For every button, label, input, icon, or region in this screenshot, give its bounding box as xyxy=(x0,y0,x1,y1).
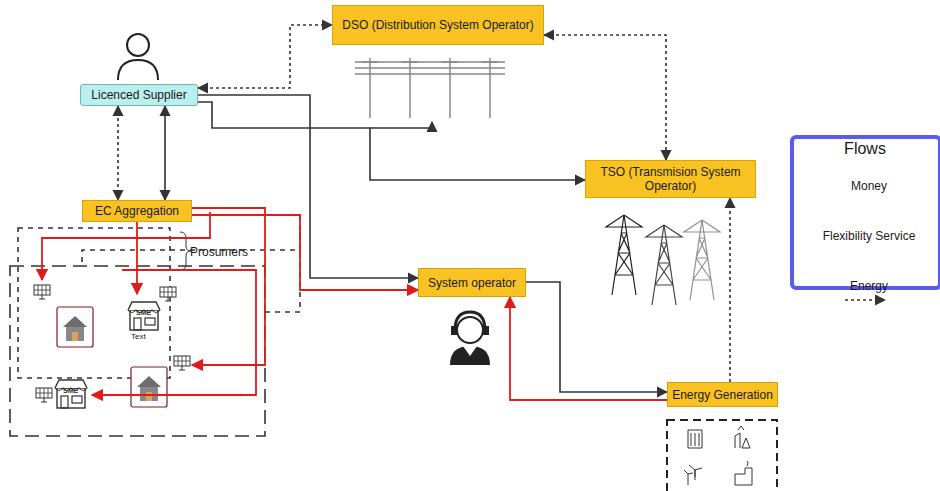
energy-arrow xyxy=(198,25,332,88)
box-label: TSO (Transmision System Operator) xyxy=(586,165,755,193)
icon-caption: Text xyxy=(131,332,146,342)
energy-arrow xyxy=(117,106,119,200)
box-label: System operator xyxy=(428,276,516,290)
money-arrow xyxy=(198,102,585,180)
legend-text: Flexibility Service xyxy=(794,229,940,243)
money-arrow xyxy=(526,282,667,392)
energy-arrow xyxy=(544,35,666,160)
process-box: TSO (Transmision System Operator) xyxy=(585,160,756,198)
process-box: Licenced Supplier xyxy=(80,84,198,106)
legend-text: Money xyxy=(794,179,940,193)
process-box: EC Aggregation xyxy=(82,200,192,222)
process-box: DSO (Distribution System Operator) xyxy=(332,5,544,45)
group-label: Prosumers xyxy=(190,245,248,259)
process-box: Energy Generation xyxy=(667,382,778,407)
box-label: EC Aggregation xyxy=(95,204,179,218)
icon-text: SME xyxy=(136,309,151,317)
energy-arrow xyxy=(729,198,731,382)
legend-title: Flows xyxy=(844,140,886,158)
box-label: Energy Generation xyxy=(672,388,773,402)
icon-text: SME xyxy=(63,387,78,395)
money-arrow xyxy=(164,106,166,200)
flexibility-arrow xyxy=(510,297,667,400)
legend-box: MoneyFlexibility ServiceEnergy xyxy=(790,135,940,290)
process-box: System operator xyxy=(418,268,526,297)
box-label: Licenced Supplier xyxy=(91,88,186,102)
box-label: DSO (Distribution System Operator) xyxy=(342,18,533,32)
legend-text: Energy xyxy=(794,279,940,293)
